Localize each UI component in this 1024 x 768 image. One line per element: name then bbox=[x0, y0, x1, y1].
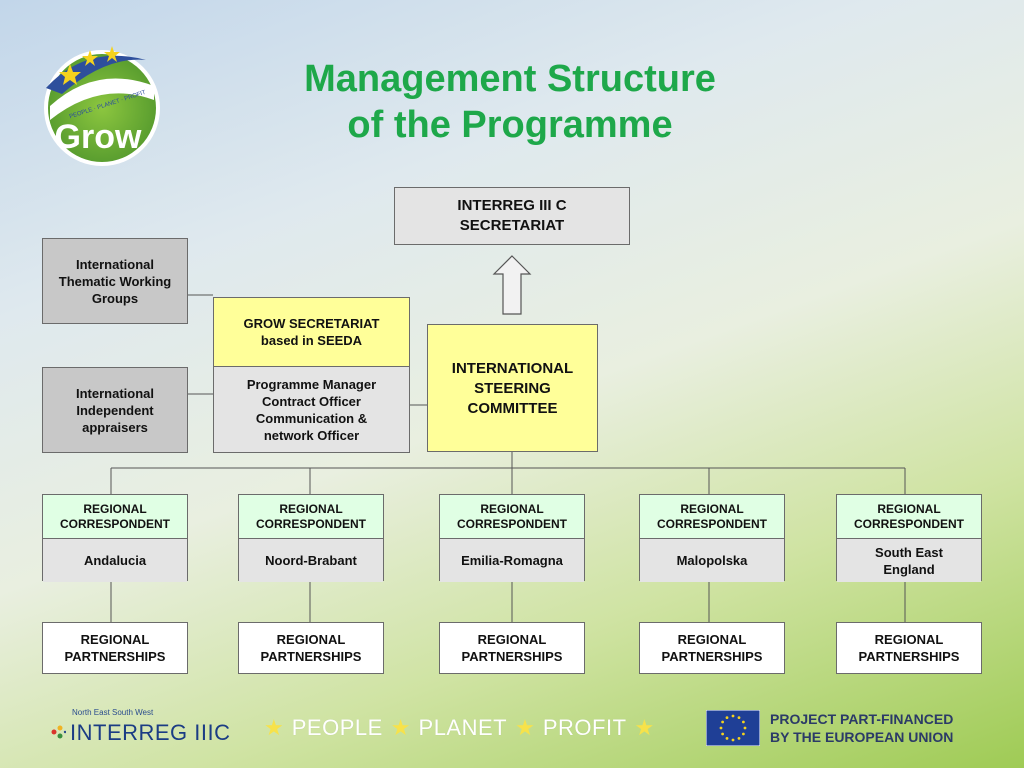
interreg-logo: North East South West INTERREG IIIC bbox=[50, 708, 230, 748]
ppp-planet: PLANET bbox=[418, 715, 508, 740]
region-name: Noord-Brabant bbox=[239, 539, 383, 582]
eu-funding-logo: PROJECT PART-FINANCED BY THE EUROPEAN UN… bbox=[706, 708, 1006, 752]
region-name: Andalucia bbox=[43, 539, 187, 582]
thematic-groups-line-3: Groups bbox=[91, 290, 139, 306]
star-icon: ★ bbox=[264, 715, 284, 740]
staff-programme-manager: Programme Manager bbox=[246, 376, 377, 392]
partnerships-line-1: REGIONAL bbox=[276, 632, 346, 647]
region-name: Emilia-Romagna bbox=[440, 539, 584, 582]
region-name-line-1: Malopolska bbox=[676, 553, 748, 568]
grow-secretariat-line-2: based in SEEDA bbox=[260, 333, 363, 348]
logo-text: Grow bbox=[55, 118, 142, 156]
staff-network-officer: network Officer bbox=[263, 427, 360, 443]
grow-logo: Grow PEOPLE · PLANET · PROFIT bbox=[44, 46, 160, 166]
region-name-line-1: Noord-Brabant bbox=[265, 553, 357, 568]
star-icon: ★ bbox=[515, 715, 535, 740]
footer: North East South West INTERREG IIIC ★ PE… bbox=[0, 700, 1024, 760]
partnerships-line-2: PARTNERSHIPS bbox=[461, 649, 563, 664]
correspondent-label-line-2: CORRESPONDENT bbox=[853, 516, 964, 531]
regional-partnerships-noord-brabant: REGIONAL PARTNERSHIPS bbox=[238, 622, 384, 674]
ppp-people: PEOPLE bbox=[291, 715, 383, 740]
thematic-groups-line-1: International bbox=[75, 256, 154, 272]
interreg-main-text: INTERREG IIIC bbox=[70, 720, 231, 745]
regional-partnerships-south-east-england: REGIONAL PARTNERSHIPS bbox=[836, 622, 982, 674]
grow-secretariat-line-1: GROW SECRETARIAT bbox=[243, 316, 380, 331]
page-title: Management Structure of the Programme bbox=[240, 56, 780, 148]
interreg-small-text: North East South West bbox=[72, 708, 154, 717]
people-planet-profit: ★ PEOPLE ★ PLANET ★ PROFIT ★ bbox=[262, 712, 662, 744]
appraisers-box: International Independent appraisers bbox=[42, 367, 188, 453]
steering-committee-line-1: INTERNATIONAL bbox=[451, 360, 574, 377]
star-icon: ★ bbox=[634, 715, 655, 740]
correspondent-label-line-2: CORRESPONDENT bbox=[255, 516, 366, 531]
partnerships-line-1: REGIONAL bbox=[477, 632, 547, 647]
partnerships-line-2: PARTNERSHIPS bbox=[64, 649, 166, 664]
eu-funding-line-2: BY THE EUROPEAN UNION bbox=[770, 729, 954, 745]
partnerships-line-2: PARTNERSHIPS bbox=[858, 649, 960, 664]
staff-contract-officer: Contract Officer bbox=[262, 393, 361, 409]
steering-committee-box: INTERNATIONAL STEERING COMMITTEE bbox=[427, 324, 598, 452]
up-arrow-icon bbox=[492, 255, 532, 315]
correspondent-label-line-1: REGIONAL bbox=[877, 501, 941, 516]
thematic-groups-line-2: Thematic Working bbox=[58, 273, 172, 289]
correspondent-label-line-2: CORRESPONDENT bbox=[456, 516, 567, 531]
regional-partnerships-andalucia: REGIONAL PARTNERSHIPS bbox=[42, 622, 188, 674]
partnerships-line-1: REGIONAL bbox=[677, 632, 747, 647]
partnerships-line-1: REGIONAL bbox=[874, 632, 944, 647]
correspondent-label-line-1: REGIONAL bbox=[480, 501, 544, 516]
region-name-line-2: England bbox=[883, 561, 935, 577]
correspondent-label-line-2: CORRESPONDENT bbox=[656, 516, 767, 531]
eu-funding-text: PROJECT PART-FINANCED BY THE EUROPEAN UN… bbox=[770, 710, 953, 746]
thematic-groups-box: International Thematic Working Groups bbox=[42, 238, 188, 324]
staff-communication: Communication & bbox=[255, 410, 368, 426]
appraisers-line-1: International bbox=[75, 385, 154, 401]
partnerships-line-1: REGIONAL bbox=[80, 632, 150, 647]
correspondent-label-line-1: REGIONAL bbox=[83, 501, 147, 516]
correspondent-label-line-1: REGIONAL bbox=[680, 501, 744, 516]
partnerships-line-2: PARTNERSHIPS bbox=[661, 649, 763, 664]
region-name-line-1: Emilia-Romagna bbox=[461, 553, 563, 568]
region-name: Malopolska bbox=[640, 539, 784, 582]
eu-funding-line-1: PROJECT PART-FINANCED bbox=[770, 711, 954, 727]
appraisers-line-3: appraisers bbox=[82, 419, 148, 435]
region-name-line-1: Andalucia bbox=[83, 553, 147, 568]
title-line-2: of the Programme bbox=[347, 104, 673, 146]
correspondent-label-line-1: REGIONAL bbox=[279, 501, 343, 516]
correspondent-label-line-2: CORRESPONDENT bbox=[59, 516, 170, 531]
interreg-secretariat-box: INTERREG III C SECRETARIAT bbox=[394, 187, 630, 245]
regional-partnerships-emilia-romagna: REGIONAL PARTNERSHIPS bbox=[439, 622, 585, 674]
title-line-1: Management Structure bbox=[304, 58, 716, 100]
interreg-secretariat-line-2: SECRETARIAT bbox=[459, 217, 565, 234]
ppp-profit: PROFIT bbox=[542, 715, 627, 740]
steering-committee-line-3: COMMITTEE bbox=[467, 400, 558, 417]
eu-flag-icon bbox=[706, 710, 760, 746]
interreg-secretariat-line-1: INTERREG III C bbox=[457, 197, 567, 214]
region-name-line-1: South East bbox=[875, 544, 943, 560]
regional-partnerships-malopolska: REGIONAL PARTNERSHIPS bbox=[639, 622, 785, 674]
star-icon: ★ bbox=[390, 715, 411, 740]
grow-secretariat-box: GROW SECRETARIAT based in SEEDA bbox=[213, 297, 410, 367]
appraisers-line-2: Independent bbox=[76, 402, 154, 418]
partnerships-line-2: PARTNERSHIPS bbox=[260, 649, 362, 664]
grow-staff-box: Programme Manager Contract Officer Commu… bbox=[213, 366, 410, 453]
interreg-dots-icon bbox=[51, 725, 66, 739]
steering-committee-line-2: STEERING bbox=[474, 380, 551, 397]
